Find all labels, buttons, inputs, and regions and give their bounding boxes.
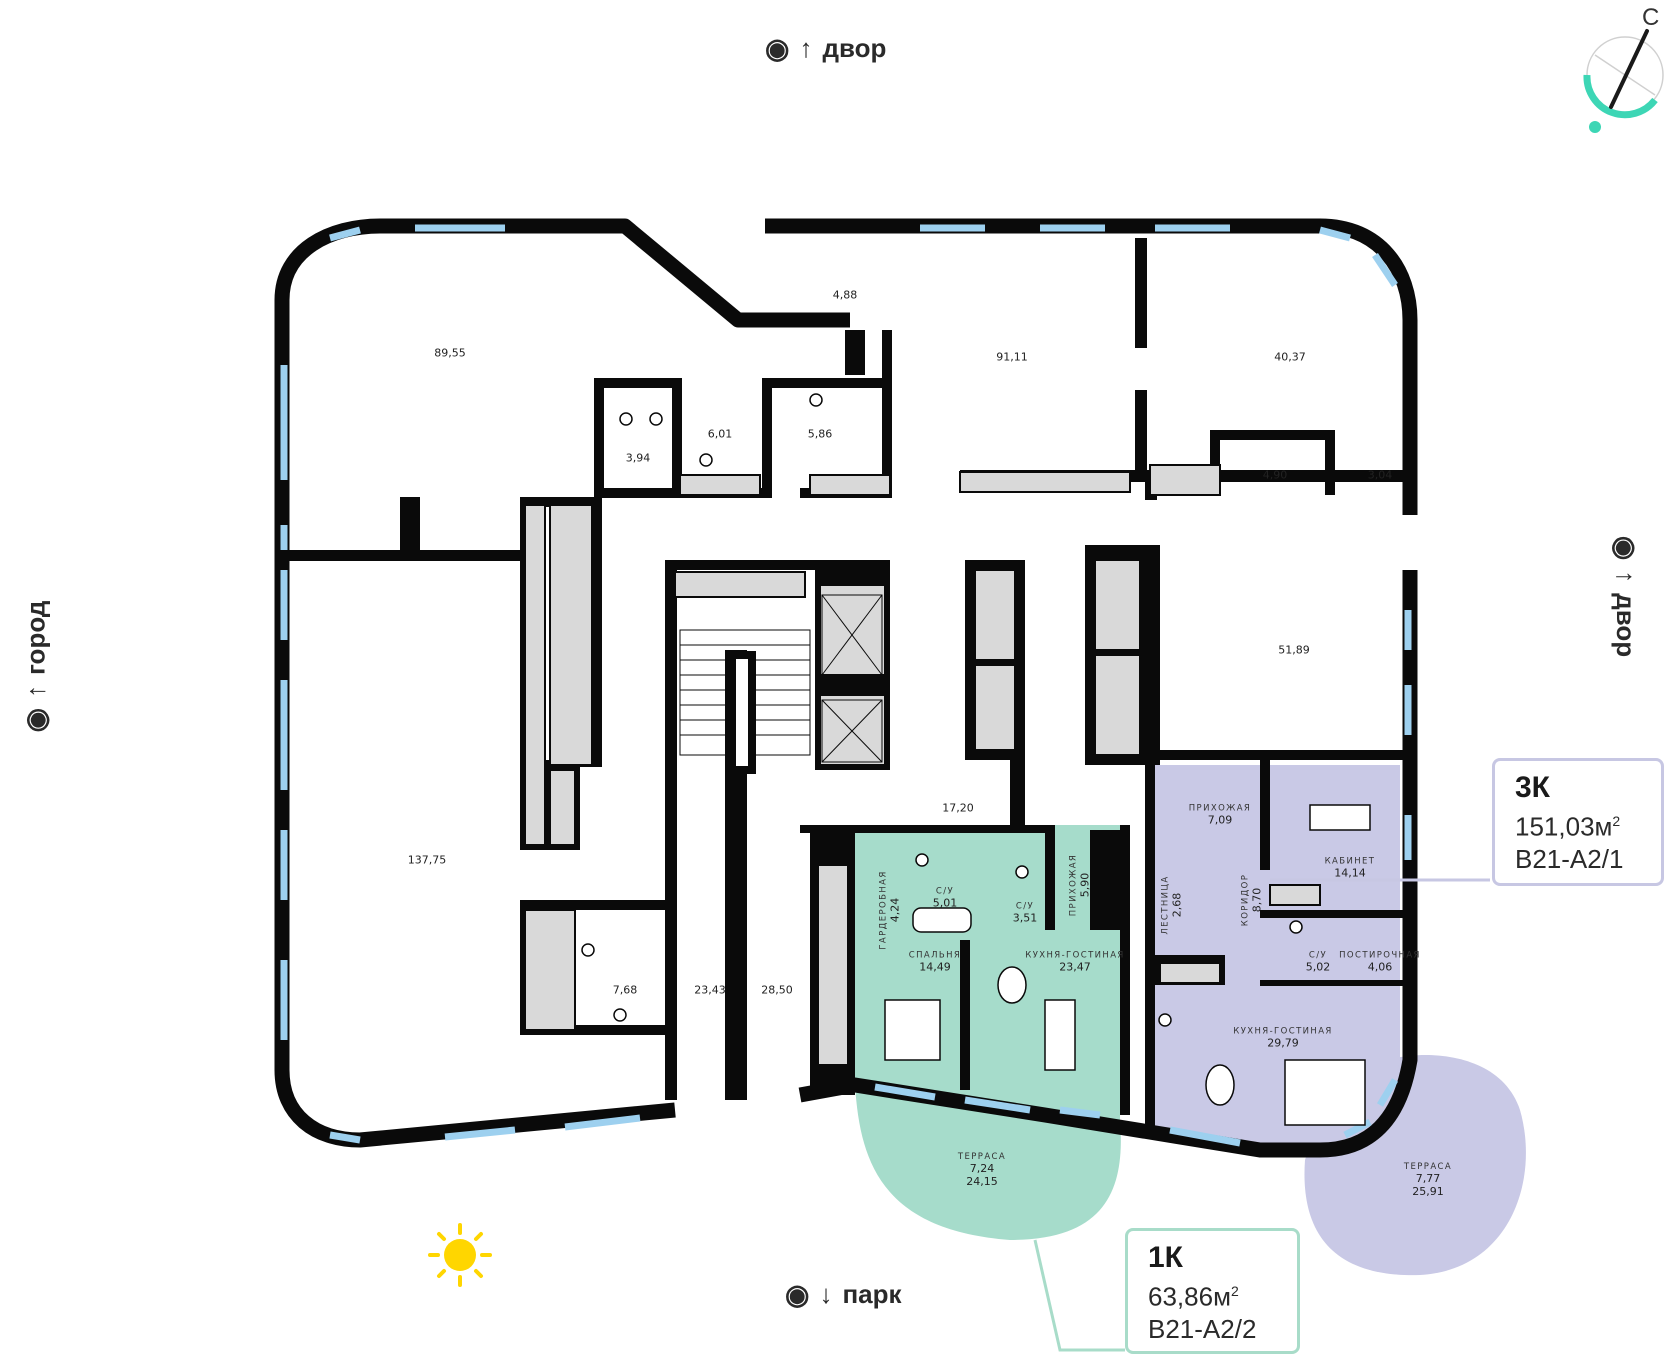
eye-icon: ◉ bbox=[765, 33, 790, 64]
direction-left-label: город bbox=[20, 600, 51, 675]
direction-bottom-label: парк bbox=[842, 1279, 902, 1309]
apartment-card-1k[interactable]: 1К 63,86м2 B21-A2/2 bbox=[1125, 1228, 1300, 1354]
area-label: 40,37 bbox=[1274, 350, 1306, 364]
direction-top: ◉ ↑ двор bbox=[765, 32, 886, 65]
area-label: 28,50 bbox=[761, 983, 793, 997]
eye-icon: ◉ bbox=[1610, 535, 1642, 561]
area-label: 91,11 bbox=[996, 350, 1028, 364]
apartment-rooms: 3К bbox=[1515, 771, 1550, 804]
area-label: 51,89 bbox=[1278, 643, 1310, 657]
eye-icon: ◉ bbox=[785, 1279, 810, 1310]
stairs bbox=[679, 594, 883, 774]
direction-top-label: двор bbox=[822, 33, 887, 63]
area-label: 17,20 bbox=[942, 801, 974, 815]
apartment-card-3k[interactable]: 3К 151,03м2 B21-A2/1 bbox=[1492, 758, 1664, 886]
arrow-up-icon: ↑ bbox=[20, 684, 51, 698]
apartment-area: 151,03м2 bbox=[1515, 811, 1621, 842]
apartment-code: B21-A2/1 bbox=[1515, 843, 1624, 874]
eye-icon: ◉ bbox=[20, 707, 52, 733]
area-label: 4,88 bbox=[832, 288, 858, 302]
apartment-rooms: 1К bbox=[1148, 1241, 1183, 1274]
area-label: 89,55 bbox=[434, 346, 466, 360]
card-leaders bbox=[1033, 878, 1490, 1352]
direction-bottom: ◉ ↓ парк bbox=[785, 1278, 902, 1311]
area-label: 3,94 bbox=[625, 451, 651, 465]
windows bbox=[280, 224, 1412, 1147]
area-label: 137,75 bbox=[407, 853, 447, 867]
apartment-area: 63,86м2 bbox=[1148, 1281, 1239, 1312]
direction-right: ◉ ↑ двор bbox=[1609, 536, 1642, 657]
fixtures bbox=[581, 393, 1371, 1126]
arrow-up-icon: ↑ bbox=[1611, 570, 1642, 584]
sun-icon bbox=[428, 1223, 492, 1287]
direction-left: ◉ ↑ город bbox=[19, 601, 52, 733]
built-ins bbox=[524, 464, 1321, 1066]
apartment-3k-zone[interactable] bbox=[1145, 765, 1400, 1150]
compass-north-letter: С bbox=[1642, 4, 1660, 31]
area-label: 5,86 bbox=[807, 427, 833, 441]
area-label: 6,01 bbox=[707, 427, 733, 441]
area-label: 4,90 bbox=[1262, 468, 1288, 482]
arrow-down-icon: ↓ bbox=[819, 1279, 833, 1309]
area-label: 3,04 bbox=[1367, 468, 1393, 482]
direction-right-label: двор bbox=[1611, 593, 1642, 658]
compass-icon bbox=[1583, 29, 1664, 133]
area-label: 7,68 bbox=[612, 983, 638, 997]
arrow-up-icon: ↑ bbox=[799, 33, 813, 63]
apartment-code: B21-A2/2 bbox=[1148, 1313, 1257, 1344]
area-label: 23,43 bbox=[694, 983, 726, 997]
